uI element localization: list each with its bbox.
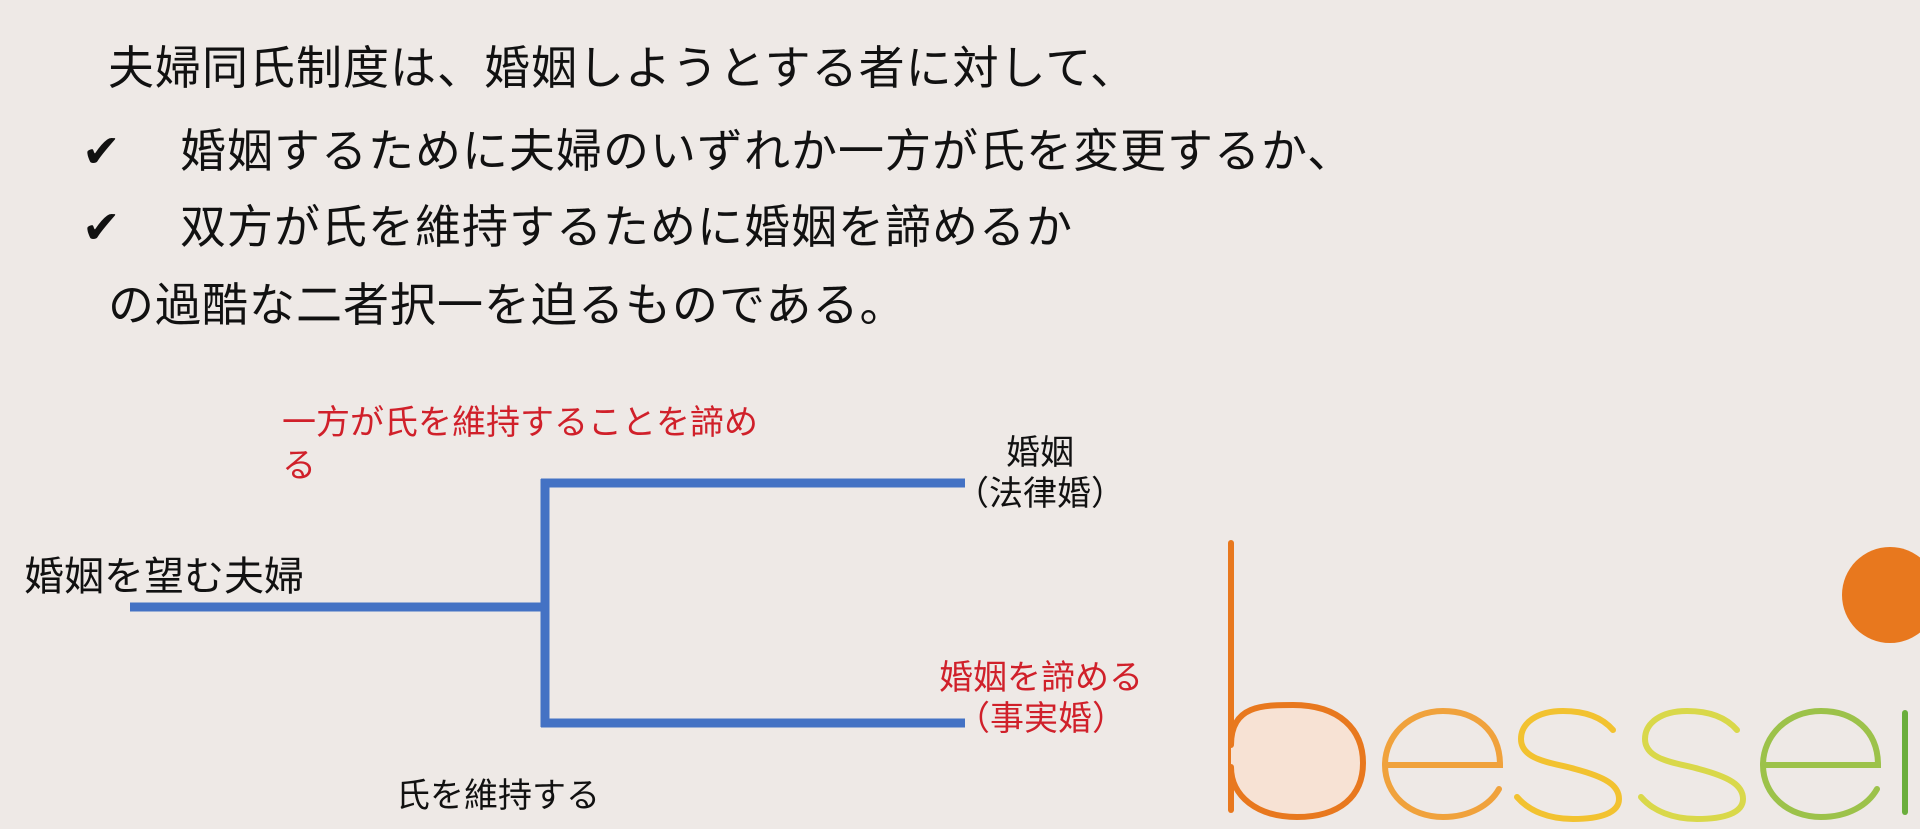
check-icon: ✔ bbox=[82, 200, 121, 254]
logo-dot bbox=[1842, 547, 1920, 643]
logo-letter-b-bowl bbox=[1228, 701, 1367, 821]
lower-outcome-line2: （事実婚） bbox=[956, 699, 1126, 740]
upper-branch-caption-text: 一方が氏を維持することを諦め る bbox=[282, 403, 758, 486]
lower-branch-caption: 氏を維持する bbox=[396, 776, 600, 816]
check-icon: ✔ bbox=[82, 124, 121, 178]
logo-letter-e1 bbox=[1381, 707, 1504, 821]
diagram-root-label: 婚姻を望む夫婦 bbox=[24, 554, 304, 600]
statement-check-item-2: 双方が氏を維持するために婚姻を諦めるか bbox=[180, 200, 1073, 254]
statement-check-item-1: 婚姻するために夫婦のいずれか一方が氏を変更するか、 bbox=[180, 124, 1355, 178]
logo-letter-s1 bbox=[1514, 707, 1623, 823]
statement-line-4: の過酷な二者択一を迫るものである。 bbox=[108, 278, 907, 332]
branch-lines bbox=[130, 478, 965, 728]
statement-line-1: 夫婦同氏制度は、婚姻しようとする者に対して、 bbox=[108, 41, 1137, 95]
upper-branch-caption: 一方が氏を維持することを諦め る bbox=[282, 402, 758, 487]
logo-letter-e2 bbox=[1759, 707, 1882, 821]
logo-letter-s2 bbox=[1638, 707, 1747, 823]
upper-outcome-line1: 婚姻 bbox=[1006, 433, 1074, 473]
besei-logo bbox=[1228, 540, 1920, 823]
lower-outcome-line1: 婚姻を諦める bbox=[939, 658, 1143, 698]
lower-outcome: 婚姻を諦める （事実婚） bbox=[916, 658, 1166, 741]
upper-outcome: 婚姻 （法律婚） bbox=[948, 433, 1132, 516]
upper-outcome-line2: （法律婚） bbox=[955, 474, 1125, 515]
